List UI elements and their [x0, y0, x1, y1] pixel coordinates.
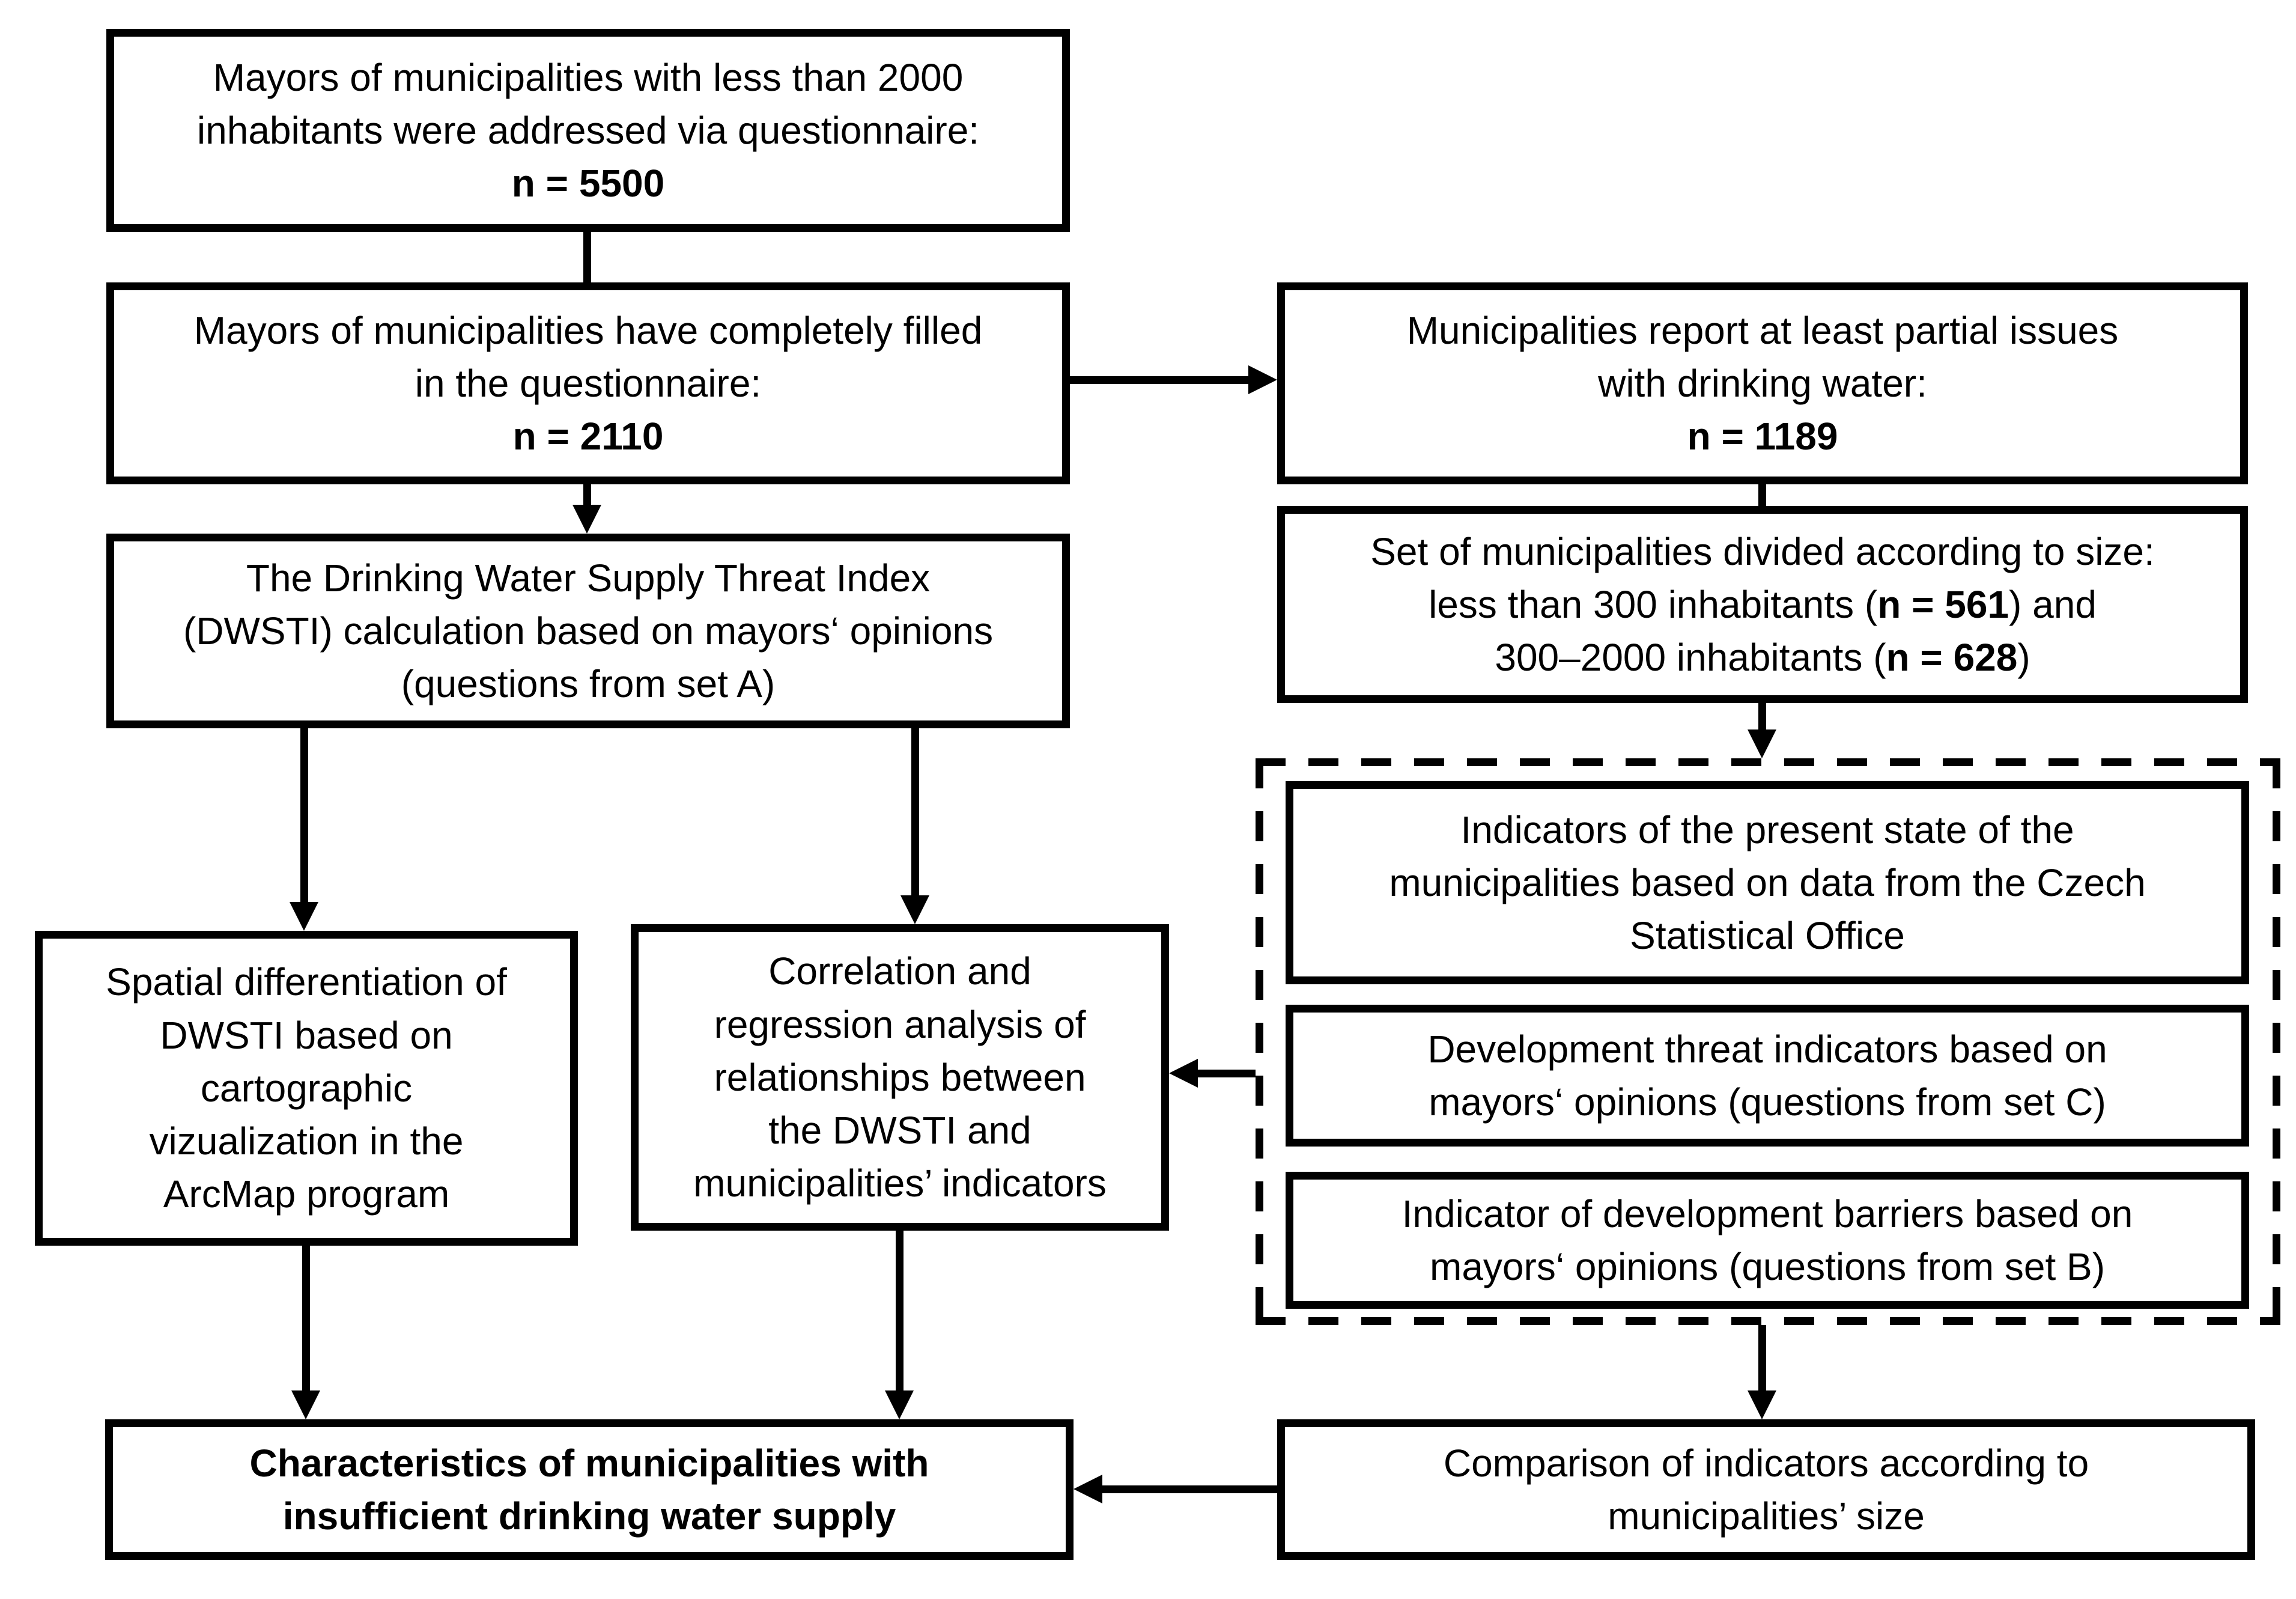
box-present-state-indicators-text: Indicators of the present state of the m… — [1389, 808, 2146, 958]
arrowhead-spatial-to-characteristics — [291, 1390, 320, 1419]
box-comparison-by-size-text: Comparison of indicators according to mu… — [1443, 1441, 2089, 1538]
box-spatial-differentiation: Spatial differentiation of DWSTI based o… — [35, 931, 578, 1246]
box-water-issues-text: Municipalities report at least partial i… — [1406, 308, 2119, 458]
connector-dwsti-to-correlation — [911, 727, 919, 897]
box-characteristics-result: Characteristics of municipalities with i… — [105, 1419, 1074, 1560]
box-correlation-regression: Correlation and regression analysis of r… — [631, 924, 1169, 1231]
box-mayors-addressed-text: Mayors of municipalities with less than … — [196, 55, 980, 206]
arrowhead-divided-to-indicator-group — [1748, 729, 1776, 758]
arrowhead-indicator-group-to-correlation — [1169, 1059, 1198, 1088]
box-characteristics-result-text: Characteristics of municipalities with i… — [249, 1441, 929, 1538]
connector-dwsti-to-spatial — [300, 727, 308, 903]
box-divided-by-size-text: Set of municipalities divided according … — [1370, 529, 2155, 680]
box-spatial-differentiation-text: Spatial differentiation of DWSTI based o… — [106, 960, 507, 1216]
arrowhead-indicator-group-to-comparison — [1748, 1390, 1776, 1419]
arrowhead-completed-to-dwsti — [572, 505, 601, 534]
box-development-threat-indicators-text: Development threat indicators based on m… — [1427, 1027, 2107, 1124]
arrowhead-correlation-to-characteristics — [885, 1390, 914, 1419]
arrowhead-completed-to-issues — [1248, 365, 1277, 394]
box-development-threat-indicators: Development threat indicators based on m… — [1286, 1005, 2249, 1147]
dashed-group-left-edge — [1256, 758, 1263, 1325]
box-present-state-indicators: Indicators of the present state of the m… — [1286, 781, 2249, 984]
box-water-issues: Municipalities report at least partial i… — [1277, 282, 2248, 484]
connector-indicator-group-to-comparison — [1758, 1325, 1766, 1392]
connector-completed-to-dwsti — [583, 483, 591, 506]
connector-divided-to-indicator-group — [1758, 702, 1766, 731]
connector-spatial-to-characteristics — [302, 1246, 310, 1392]
box-correlation-regression-text: Correlation and regression analysis of r… — [693, 949, 1107, 1205]
connector-issues-to-divided — [1758, 483, 1766, 507]
connector-comparison-to-characteristics — [1101, 1485, 1277, 1493]
arrowhead-comparison-to-characteristics — [1074, 1475, 1102, 1503]
connector-correlation-to-characteristics — [896, 1231, 904, 1392]
box-development-barriers-indicator: Indicator of development barriers based … — [1286, 1172, 2249, 1309]
box-development-barriers-indicator-text: Indicator of development barriers based … — [1402, 1192, 2133, 1288]
box-dwsti-calculation-text: The Drinking Water Supply Threat Index (… — [183, 556, 994, 706]
box-questionnaire-completed: Mayors of municipalities have completely… — [106, 282, 1070, 484]
connector-completed-to-issues — [1069, 376, 1250, 384]
dashed-group-top-edge — [1256, 758, 2280, 766]
dashed-group-bottom-edge — [1256, 1317, 2280, 1325]
arrowhead-dwsti-to-spatial — [290, 902, 318, 931]
box-divided-by-size: Set of municipalities divided according … — [1277, 506, 2248, 703]
box-comparison-by-size: Comparison of indicators according to mu… — [1277, 1419, 2255, 1560]
arrowhead-dwsti-to-correlation — [900, 895, 929, 924]
box-mayors-addressed: Mayors of municipalities with less than … — [106, 29, 1070, 232]
connector-indicator-group-to-correlation — [1197, 1070, 1256, 1077]
connector-addressed-to-completed — [583, 231, 591, 284]
dashed-group-right-edge — [2273, 758, 2280, 1325]
box-questionnaire-completed-text: Mayors of municipalities have completely… — [193, 308, 983, 458]
box-dwsti-calculation: The Drinking Water Supply Threat Index (… — [106, 534, 1070, 728]
